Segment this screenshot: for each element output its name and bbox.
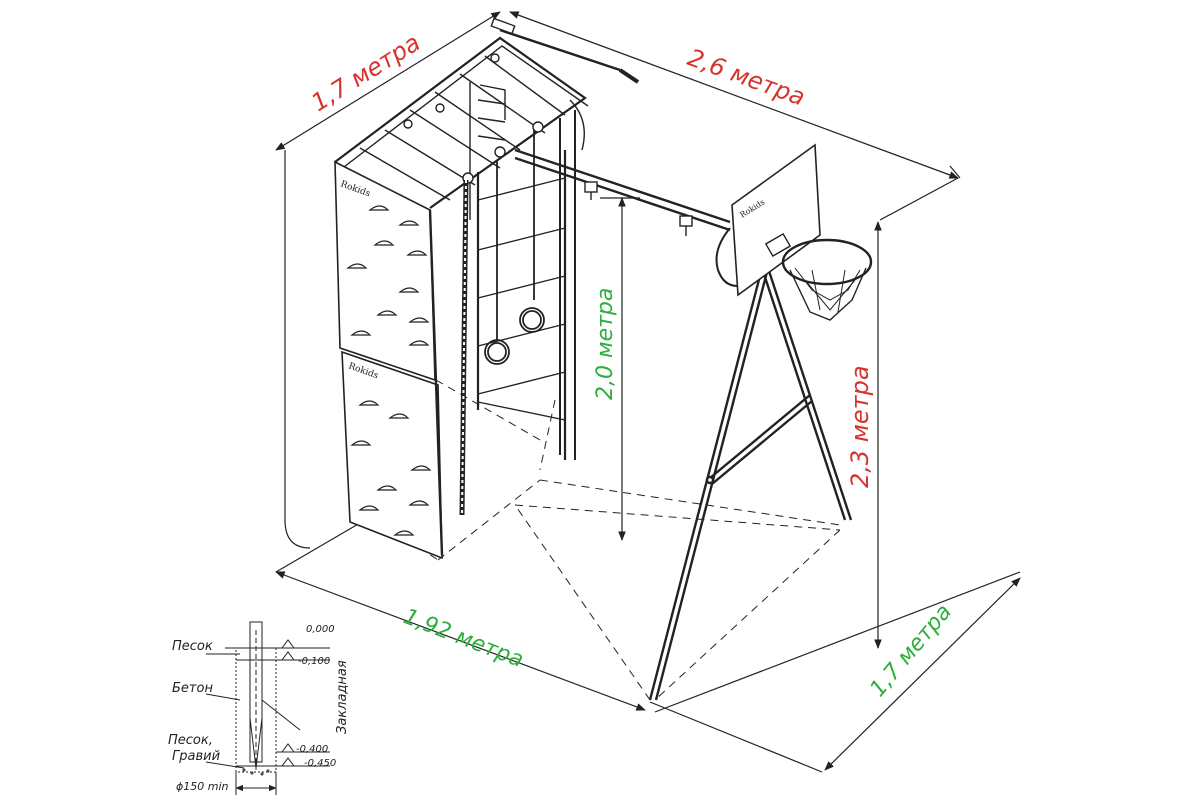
top-frame: [334, 17, 640, 460]
a-frame-legs: [648, 267, 853, 701]
dimension-lines: [275, 11, 1021, 773]
swing-beam: [514, 148, 746, 287]
level-1: -0,100: [298, 656, 330, 667]
level-0: 0,000: [306, 624, 335, 635]
layer-gravel-label-1: Песок,: [168, 733, 213, 748]
climbing-rope: [459, 179, 469, 516]
wall-ladder: [476, 150, 567, 460]
ground-footprint: [371, 379, 841, 701]
playground-structure: Rokids Rokids Rokids: [334, 17, 873, 701]
layer-concrete-label: Бетон: [172, 681, 213, 696]
dim-ladder-height: 2,0 метра: [593, 288, 618, 400]
layer-gravel-label-2: Гравий: [172, 749, 220, 764]
dim-width-top: 2,6 метра: [684, 43, 809, 111]
basketball-hoop: Rokids: [731, 143, 873, 321]
dim-depth-top: 1,7 метра: [306, 28, 425, 117]
dim-base-width: 1,92 метра: [400, 604, 527, 673]
embed-label: Закладная: [335, 660, 350, 734]
dim-total-height: 2,3 метра: [846, 365, 874, 488]
gymnastic-rings: [484, 130, 545, 365]
level-2: -0,400: [296, 744, 328, 755]
level-3: -0,450: [304, 758, 336, 769]
climbing-wall: Rokids Rokids: [334, 160, 444, 560]
layer-sand-label: Песок: [172, 639, 213, 654]
diameter-label: ϕ150 min: [176, 780, 229, 793]
foundation-detail: [205, 621, 330, 795]
dim-base-depth: 1,7 метра: [865, 600, 956, 702]
